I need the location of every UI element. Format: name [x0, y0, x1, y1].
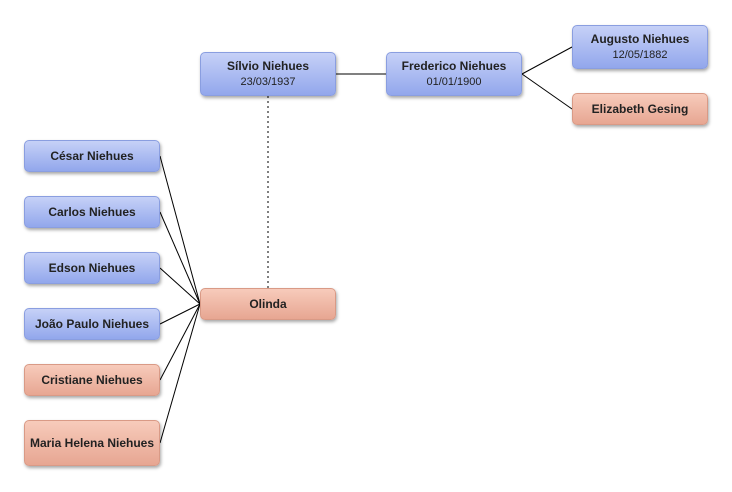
person-name: César Niehues [50, 149, 134, 163]
person-name: João Paulo Niehues [34, 317, 150, 331]
person-edson[interactable]: Edson Niehues [24, 252, 160, 284]
parent-link-cesar-olinda [159, 155, 201, 305]
person-name: Sílvio Niehues [226, 59, 310, 73]
person-name: Frederico Niehues [401, 59, 507, 73]
parent-link-cristiane-olinda [159, 303, 201, 381]
person-frederico[interactable]: Frederico Niehues 01/01/1900 [386, 52, 522, 96]
person-olinda[interactable]: Olinda [200, 288, 336, 320]
person-carlos[interactable]: Carlos Niehues [24, 196, 160, 228]
parent-link-edson-olinda [159, 267, 201, 305]
person-name: Elizabeth Gesing [591, 102, 689, 116]
parent-link-joao-olinda [159, 303, 201, 325]
person-cesar[interactable]: César Niehues [24, 140, 160, 172]
person-silvio[interactable]: Sílvio Niehues 23/03/1937 [200, 52, 336, 96]
person-name: Olinda [249, 297, 287, 311]
person-date: 01/01/1900 [426, 76, 482, 88]
person-date: 23/03/1937 [240, 76, 296, 88]
person-cristiane[interactable]: Cristiane Niehues [24, 364, 160, 396]
person-name: Augusto Niehues [590, 32, 690, 46]
person-augusto[interactable]: Augusto Niehues 12/05/1882 [572, 25, 708, 69]
person-name: Carlos Niehues [48, 205, 136, 219]
person-elizabeth[interactable]: Elizabeth Gesing [572, 93, 708, 125]
parent-link-maria-olinda [159, 303, 201, 444]
person-name: Cristiane Niehues [41, 373, 143, 387]
person-date: 12/05/1882 [612, 49, 668, 61]
parent-link-frederico-elizabeth [521, 73, 573, 110]
person-name: Maria Helena Niehues [29, 436, 155, 450]
person-name: Edson Niehues [48, 261, 136, 275]
parent-link-frederico-augusto [521, 46, 573, 75]
person-maria[interactable]: Maria Helena Niehues [24, 420, 160, 466]
parent-link-carlos-olinda [159, 211, 201, 305]
person-joao[interactable]: João Paulo Niehues [24, 308, 160, 340]
